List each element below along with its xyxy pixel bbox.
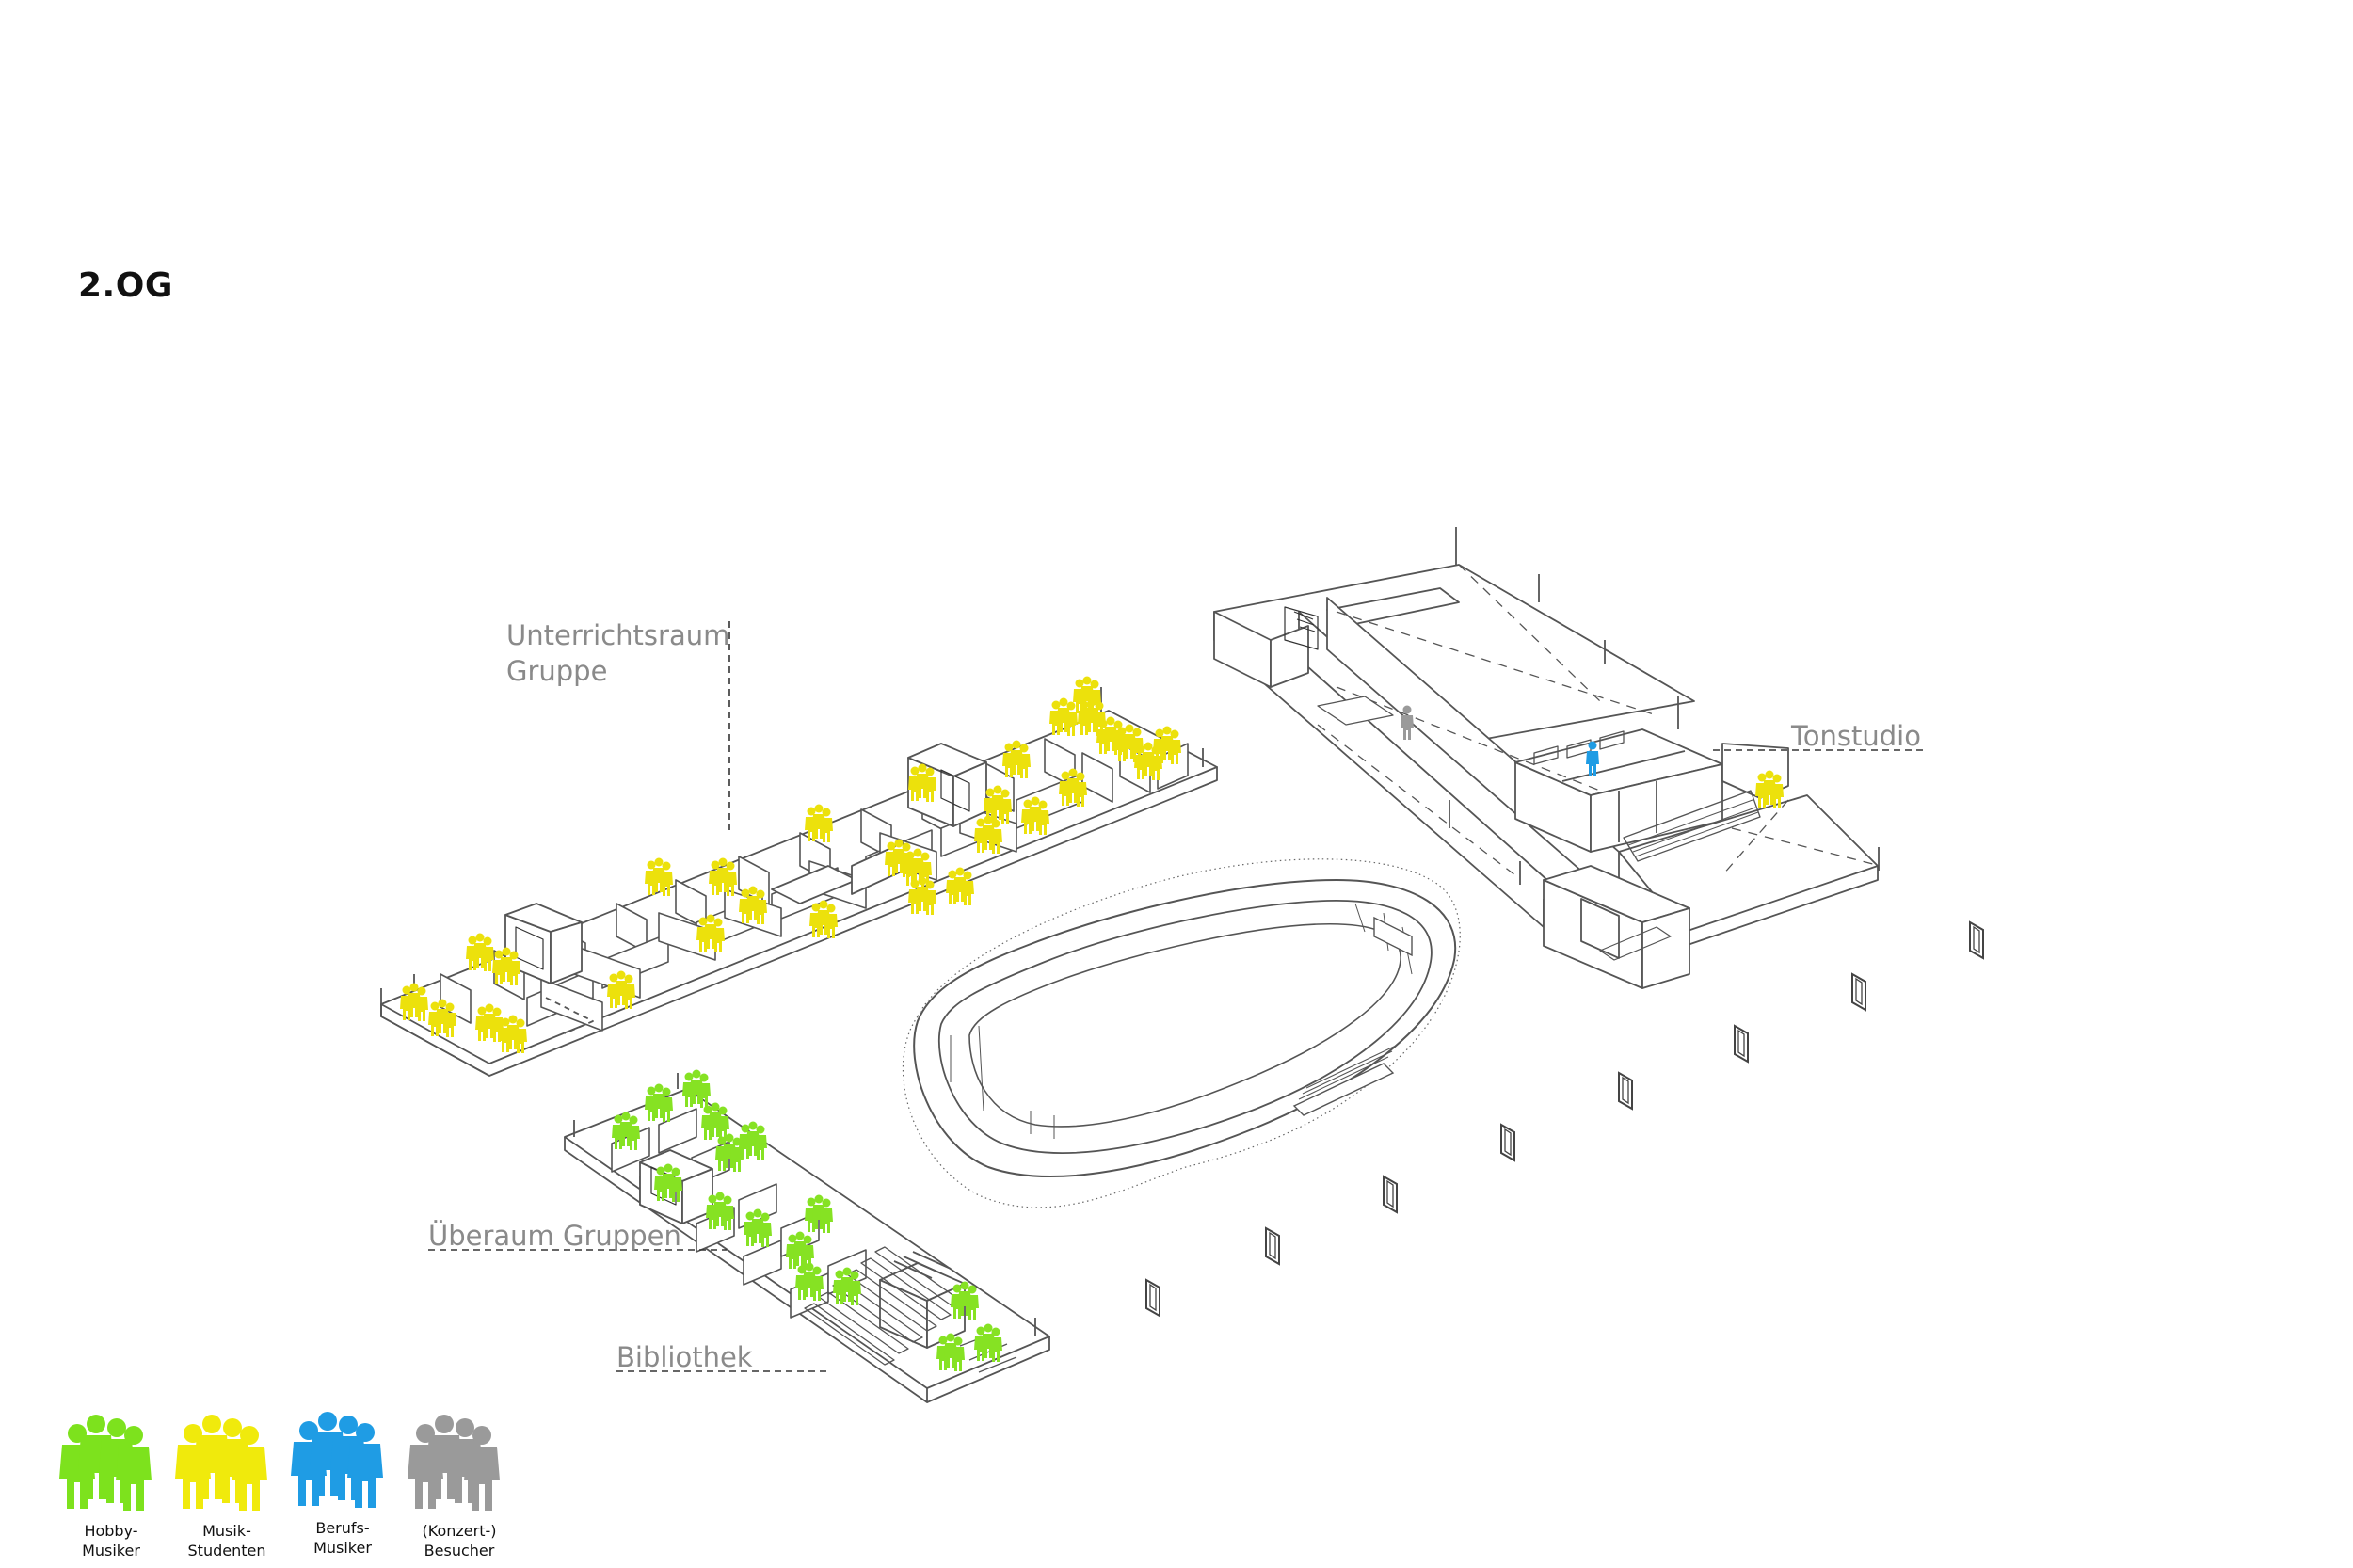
floor-title: 2.OG [78, 266, 173, 305]
label-ueberaum: Überaum Gruppen [428, 1220, 681, 1252]
legend-studenten-icon [175, 1415, 267, 1511]
oval-arena [902, 858, 1461, 1208]
legend-label-studenten: Musik-Studenten [187, 1522, 266, 1560]
legend-figures [59, 1412, 500, 1511]
legend-label-hobby: Hobby-Musiker [82, 1522, 140, 1560]
legend-label-besucher: (Konzert-)Besucher [422, 1522, 497, 1560]
tonstudio-block [1213, 527, 1880, 989]
legend-besucher-icon [408, 1415, 500, 1511]
legend-hobby-icon [59, 1415, 152, 1511]
label-tonstudio: Tonstudio [1790, 720, 1921, 752]
legend-berufs-icon [291, 1412, 383, 1508]
legend-label-berufs: Berufs-Musiker [313, 1519, 372, 1557]
label-bibliothek: Bibliothek [616, 1341, 753, 1373]
label-unterrichtsraum: Unterrichtsraum [506, 619, 729, 651]
label-leaders [428, 621, 1925, 1372]
label-gruppe: Gruppe [506, 655, 607, 687]
